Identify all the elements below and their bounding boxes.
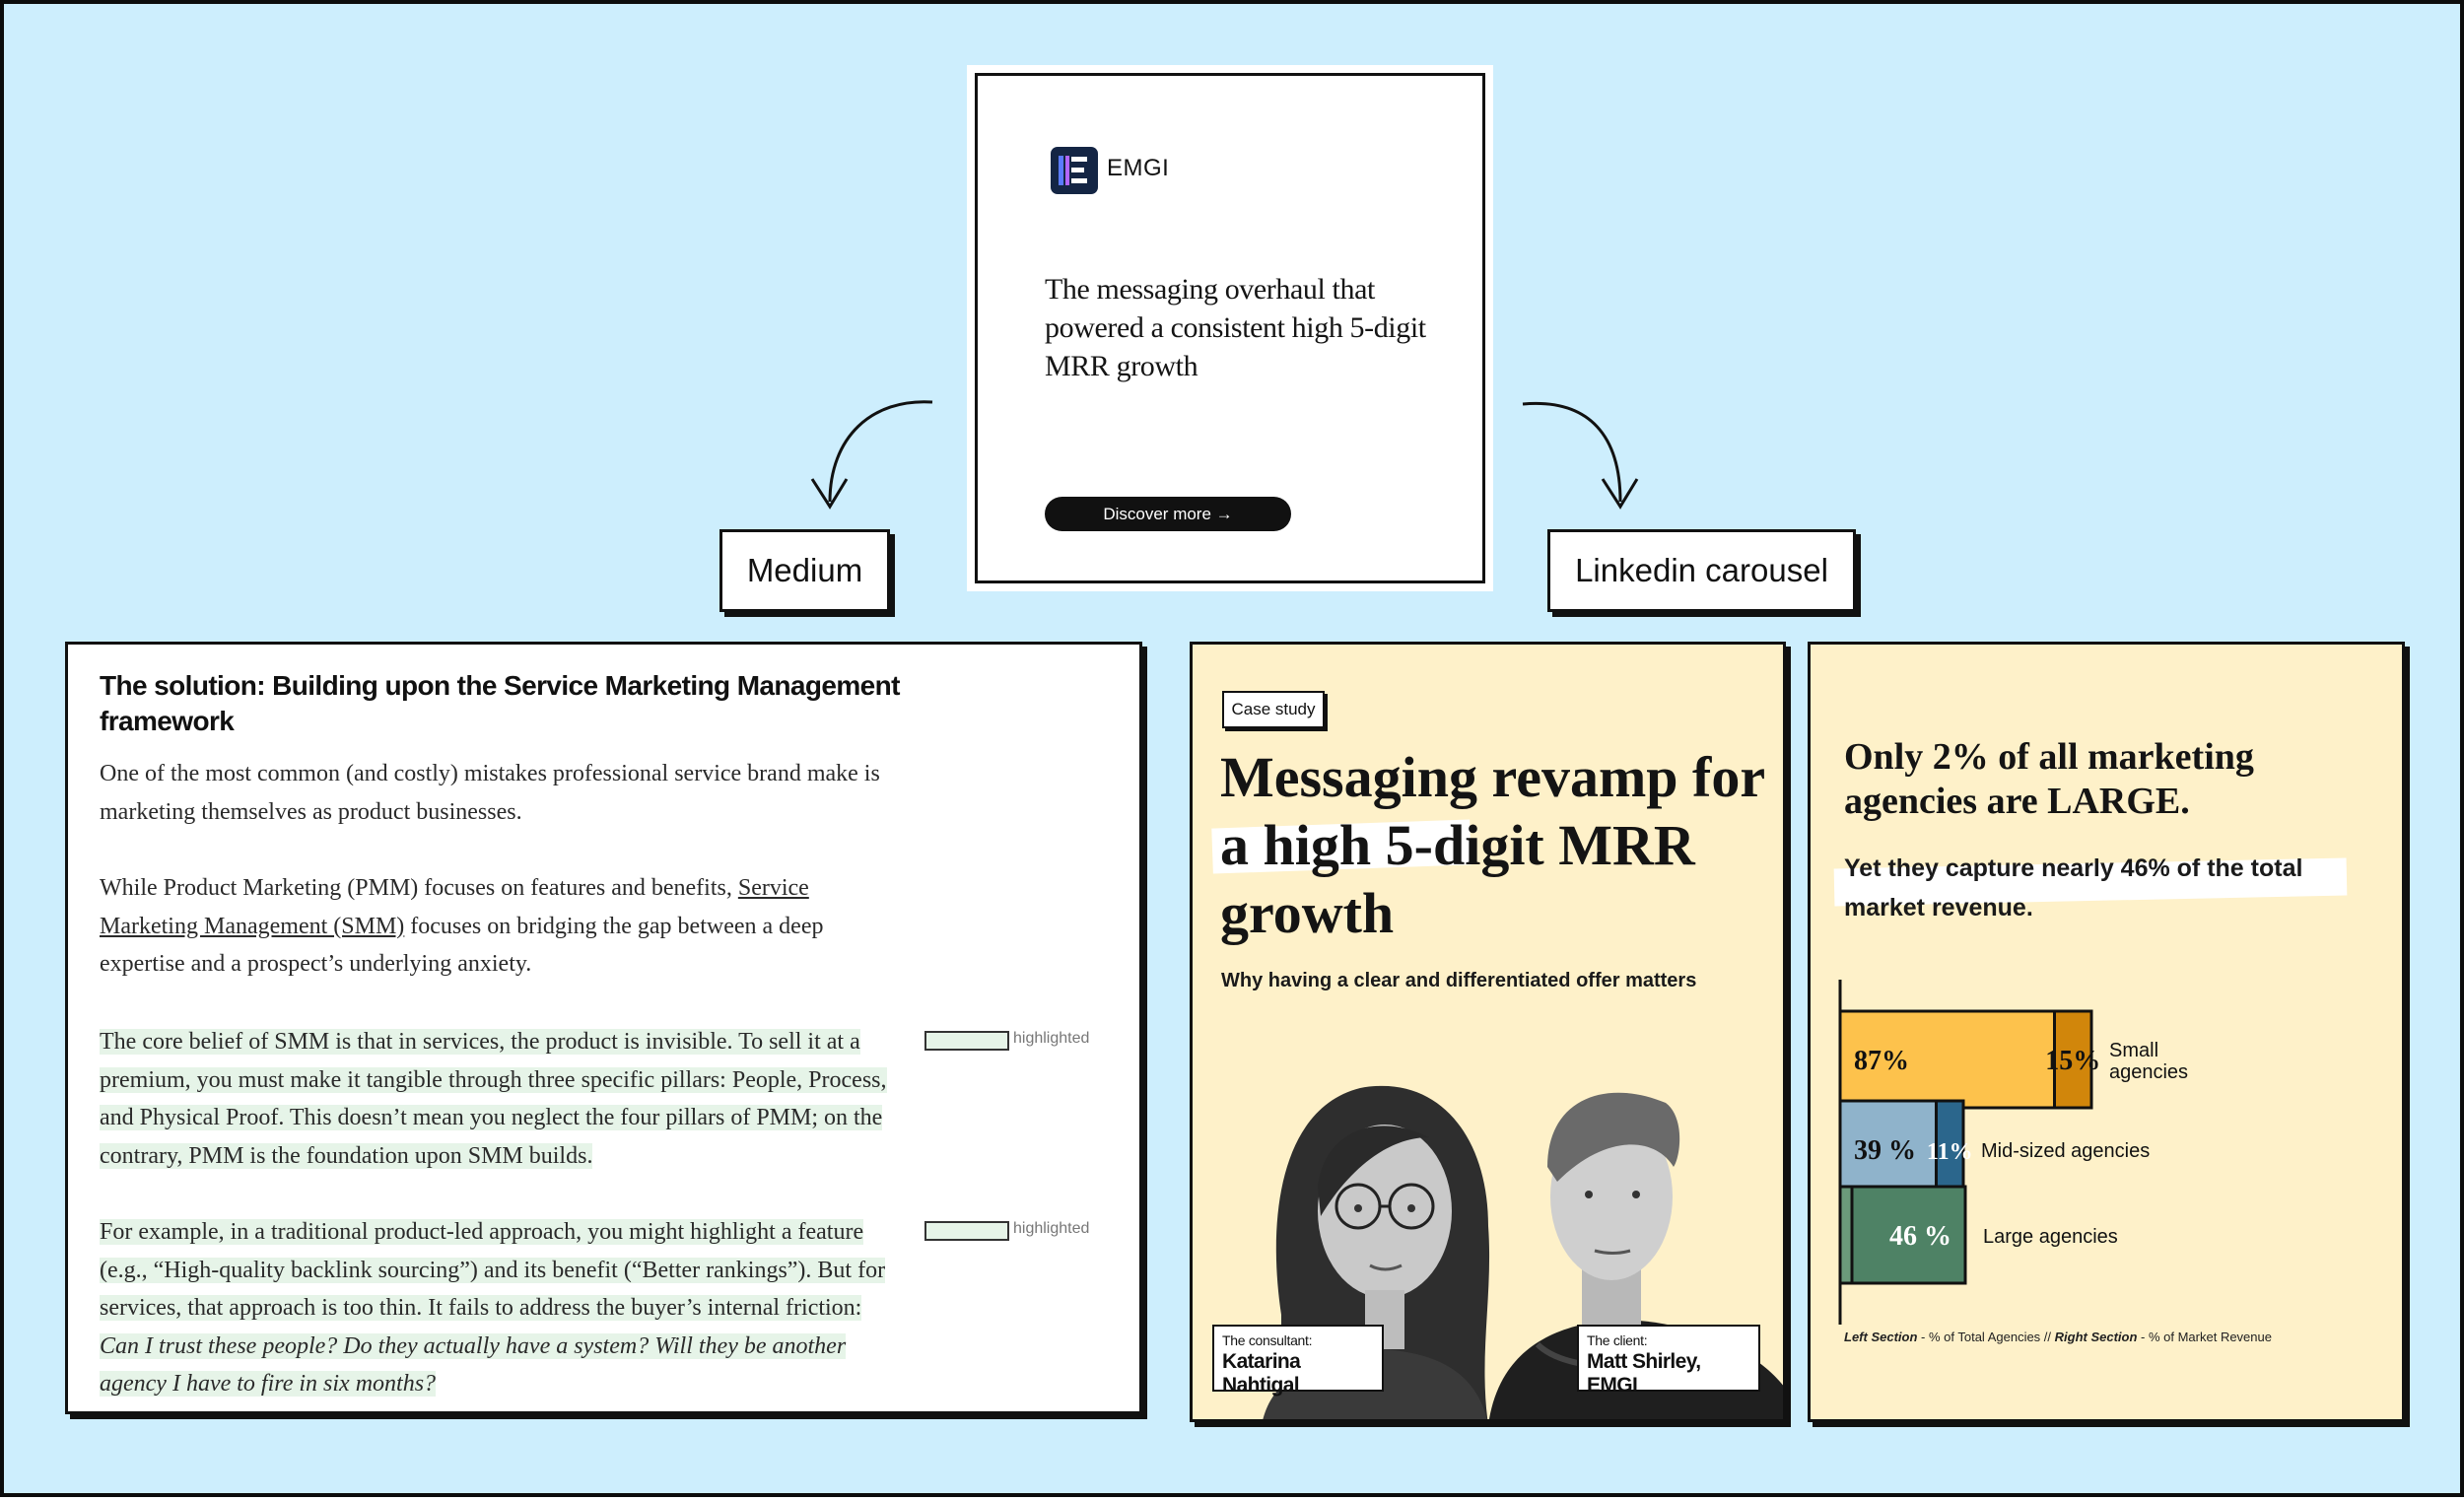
case-study-subtitle: Why having a clear and differentiated of… bbox=[1221, 970, 1697, 991]
client-name-tag: The client: Matt Shirley, EMGI bbox=[1577, 1325, 1760, 1397]
paragraph-4-italic: Can I trust these people? Do they actual… bbox=[100, 1332, 847, 1397]
category-label: agencies bbox=[2109, 1061, 2188, 1083]
arrow-head-linkedin bbox=[1601, 478, 1639, 510]
article-section-heading: The solution: Building upon the Service … bbox=[100, 670, 900, 736]
paragraph-2: While Product Marketing (PMM) focuses on… bbox=[100, 869, 908, 984]
bar-value-label: 15% bbox=[2045, 1046, 2100, 1076]
footnote-left-bold: Left Section bbox=[1844, 1330, 1918, 1344]
bar-segment bbox=[1935, 1099, 1965, 1199]
highlight-label: highlighted bbox=[1013, 1220, 1090, 1237]
arrow-head-medium bbox=[810, 478, 849, 510]
article-cover-card: EMGI The messaging overhaul that powered… bbox=[975, 73, 1485, 583]
footnote-left: - % of Total Agencies // bbox=[1917, 1330, 2055, 1344]
smm-link[interactable]: Service Marketing Management (SMM) bbox=[100, 875, 809, 939]
linkedin-carousel-label: Linkedin carousel bbox=[1547, 529, 1856, 612]
bar-segment bbox=[2053, 1009, 2093, 1110]
paragraph-1: One of the most common (and costly) mist… bbox=[100, 761, 880, 825]
stats-title: Only 2% of all marketing agencies are LA… bbox=[1844, 736, 2254, 822]
highlight-label: highlighted bbox=[1013, 1030, 1090, 1047]
cover-headline: The messaging overhaul that powered a co… bbox=[1045, 273, 1426, 382]
consultant-name-tag: The consultant: Katarina Nahtigal bbox=[1212, 1325, 1384, 1397]
highlight-marker bbox=[924, 1031, 1009, 1051]
category-label: Small bbox=[2109, 1040, 2158, 1061]
paragraph-3-highlighted: The core belief of SMM is that in servic… bbox=[100, 1023, 908, 1175]
bar-value-label: 11% bbox=[1927, 1139, 1973, 1165]
discover-more-button[interactable]: Discover more → bbox=[1045, 497, 1291, 531]
brand-name: EMGI bbox=[1107, 155, 1170, 181]
bar-value-label: 87% bbox=[1854, 1046, 1909, 1076]
highlight-marker bbox=[924, 1221, 1009, 1241]
client-role: The client: bbox=[1587, 1332, 1648, 1348]
client-name: Matt Shirley, EMGI bbox=[1587, 1350, 1701, 1397]
footnote-right: - % of Market Revenue bbox=[2137, 1330, 2272, 1344]
paragraph-3-text: The core belief of SMM is that in servic… bbox=[100, 1029, 887, 1169]
case-study-title: Messaging revamp for a high 5-digit MRR … bbox=[1220, 745, 1765, 945]
chart-footnote: Left Section - % of Total Agencies // Ri… bbox=[1844, 1330, 2272, 1344]
arrow-to-medium bbox=[828, 400, 933, 503]
emgi-logo-icon bbox=[1051, 147, 1098, 194]
stats-subtitle: Yet they capture nearly 46% of the total… bbox=[1844, 854, 2303, 921]
bar-value-label: 46 % bbox=[1889, 1221, 1951, 1252]
bar-segment bbox=[1838, 1099, 1938, 1199]
carousel-slide-stats: Only 2% of all marketing agencies are LA… bbox=[1808, 642, 2405, 1422]
paragraph-4-highlighted: For example, in a traditional product-le… bbox=[100, 1213, 888, 1403]
category-label: Large agencies bbox=[1983, 1226, 2118, 1248]
consultant-name: Katarina Nahtigal bbox=[1222, 1350, 1301, 1397]
bar-value-label: 39 % bbox=[1854, 1135, 1916, 1166]
medium-label: Medium bbox=[719, 529, 890, 612]
consultant-role: The consultant: bbox=[1222, 1332, 1313, 1348]
bar-segment bbox=[1838, 1185, 1854, 1285]
medium-article-panel: The solution: Building upon the Service … bbox=[65, 642, 1142, 1414]
bar-segment bbox=[1850, 1185, 1967, 1285]
carousel-slide-cover: Case study Messaging revamp for a high 5… bbox=[1190, 642, 1786, 1422]
case-study-tag: Case study bbox=[1222, 691, 1325, 728]
paragraph-2-text-a: While Product Marketing (PMM) focuses on… bbox=[100, 875, 738, 901]
category-label: Mid-sized agencies bbox=[1981, 1140, 2150, 1162]
footnote-right-bold: Right Section bbox=[2054, 1330, 2138, 1344]
paragraph-4-text: For example, in a traditional product-le… bbox=[100, 1219, 886, 1321]
paragraph-2-text-b: focuses on bridging the gap between a de… bbox=[100, 913, 824, 978]
arrow-to-linkedin bbox=[1522, 401, 1622, 503]
